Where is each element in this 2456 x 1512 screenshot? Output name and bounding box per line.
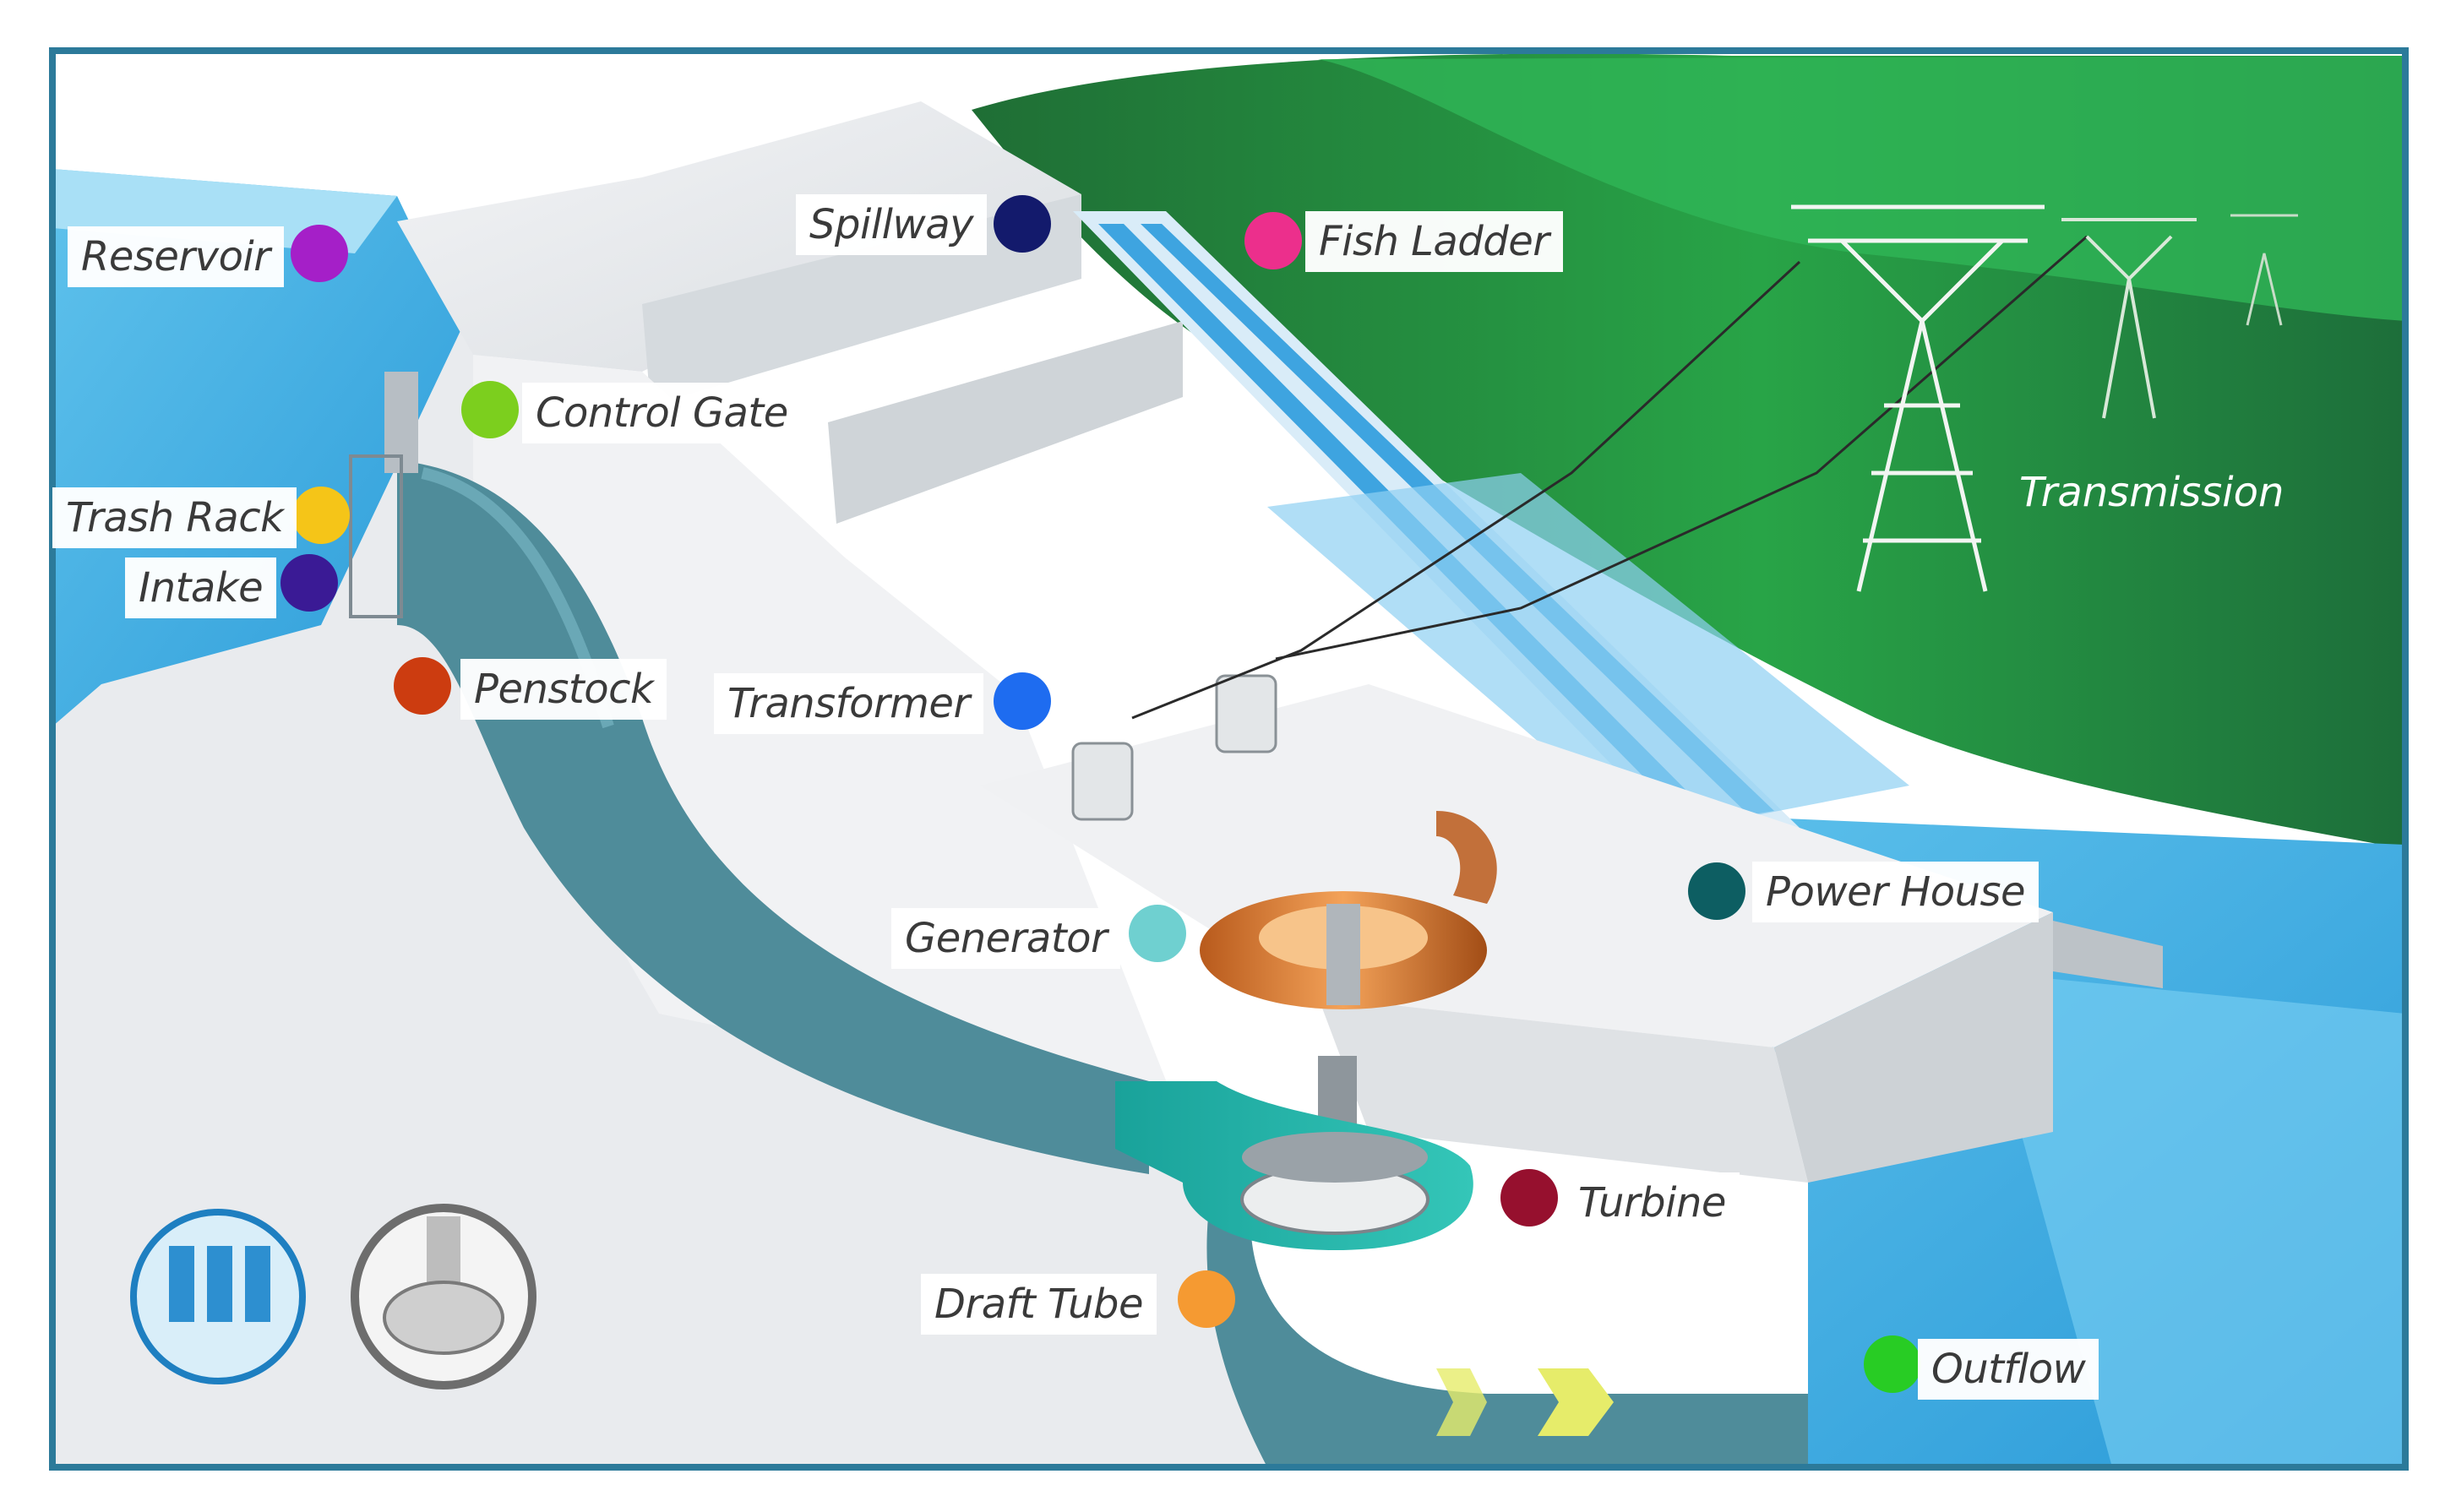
light-green-hill [1318,56,2405,321]
reservoir-label: Reservoir [68,226,284,287]
trash-rack-grid [349,454,403,618]
trash-rack-label: Trash Rack [52,487,297,548]
draft-tube-label: Draft Tube [921,1274,1157,1335]
pylon-medium [2061,218,2197,419]
fish-ladder-label: Fish Ladder [1305,211,1563,272]
fish-ladder-marker [1244,212,1302,269]
power-house-front [1774,912,2053,1183]
power-house-outlets [2053,921,2163,988]
transmission-line-2 [1275,235,2088,661]
power-house-top [980,684,2053,1047]
intake-label: Intake [125,557,277,618]
power-house-label: Power House [1752,862,2039,922]
generator-shaft [1326,904,1360,1005]
diagram-frame [49,47,2409,1471]
dam-top-block [397,101,1081,372]
transmission-line-1 [1131,260,1801,720]
penstock-label: Penstock [460,659,667,720]
generator-label: Generator [891,908,1121,969]
turbine-label: Turbine [1565,1172,1740,1233]
draft-tube-marker [1178,1270,1235,1328]
transformer-1 [1071,742,1134,821]
reservoir-marker [291,225,348,282]
transformer-label: Transformer [714,673,983,734]
trash-rack-marker [292,487,350,544]
control-gate-label: Control Gate [522,383,802,443]
turbine-marker [1500,1169,1558,1226]
pylon-large [1791,204,2045,592]
generator-stator-arc [1436,811,1497,904]
pylon-small [2230,214,2298,326]
transformer-marker [994,672,1051,730]
flow-arrow-1 [1436,1368,1487,1436]
draft-tube-pipe [1206,1216,1808,1467]
spillway-marker [994,195,1051,253]
intake-marker [280,554,338,612]
dam-step-2 [828,321,1183,524]
control-gate-marker [461,381,519,438]
transmission-label: Transmission [2019,469,2284,516]
spillway-label: Spillway [796,194,988,255]
outflow-label: Outflow [1918,1339,2099,1400]
turbine-icon [351,1204,536,1390]
spillway-cascade [1267,473,1909,836]
penstock-pipe [397,460,1149,1174]
dam-icon [130,1209,306,1384]
turbine-cap [1242,1132,1428,1183]
outflow-marker [1864,1335,1921,1393]
power-house-side [1318,997,1808,1183]
generator-marker [1129,905,1186,962]
power-house-marker [1688,862,1745,920]
flow-arrow-2 [1538,1368,1614,1436]
transformer-2 [1215,674,1277,753]
penstock-marker [394,657,451,715]
